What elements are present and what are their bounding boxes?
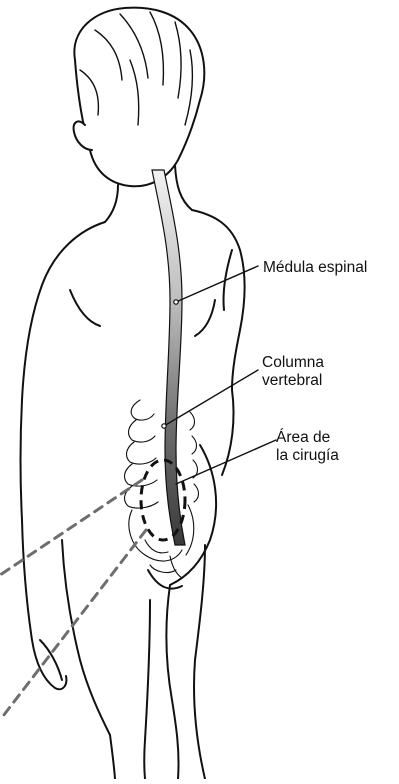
label-surgery-area-line1: Área de	[276, 429, 339, 447]
label-spinal-column: Columna vertebral	[262, 354, 324, 390]
label-spinal-cord: Médula espinal	[263, 259, 367, 277]
head-outline	[74, 8, 205, 187]
leader-surgery-area	[176, 440, 276, 484]
label-spinal-cord-text: Médula espinal	[263, 259, 367, 277]
torso-outline	[21, 210, 245, 779]
label-surgery-area: Área de la cirugía	[276, 429, 339, 465]
label-spinal-column-line2: vertebral	[262, 372, 324, 390]
label-spinal-column-line1: Columna	[262, 354, 324, 372]
label-surgery-area-line2: la cirugía	[276, 447, 339, 465]
leader-spinal-cord	[176, 266, 258, 302]
spinal-cord	[152, 170, 185, 545]
